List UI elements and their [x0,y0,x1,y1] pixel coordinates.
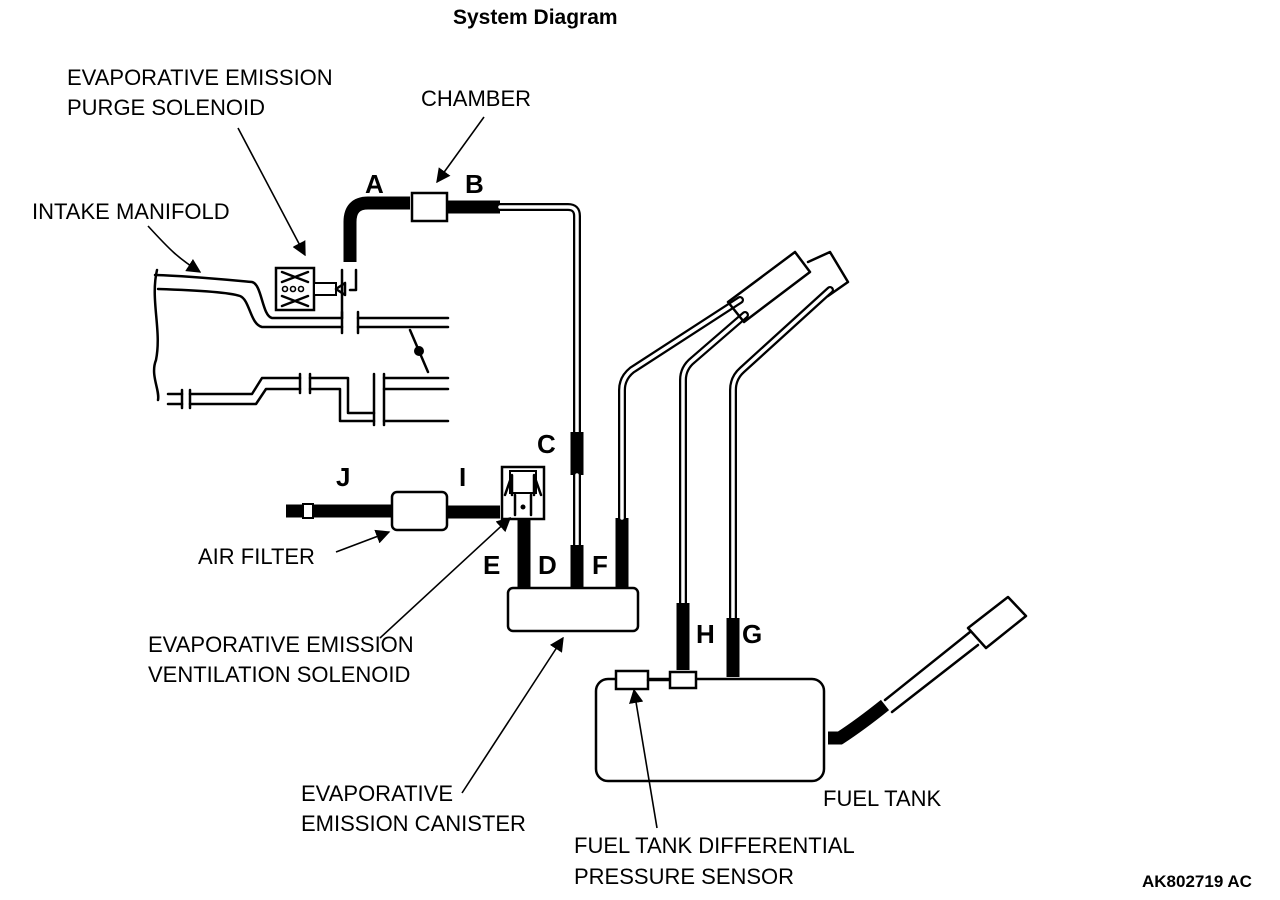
chamber [410,191,449,223]
purge-solenoid-label-line1: EVAPORATIVE EMISSION [67,65,333,90]
hose-d-label: D [538,550,557,580]
chamber-label: CHAMBER [421,86,531,111]
purge-solenoid [274,266,358,320]
filler-neck [726,250,850,324]
hose-a-label: A [365,169,384,199]
hose-f-label: F [592,550,608,580]
ventilation-solenoid-label-line1: EVAPORATIVE EMISSION [148,632,414,657]
ventilation-solenoid-label-line2: VENTILATION SOLENOID [148,662,410,687]
air-filter [390,490,449,532]
fuel-tank-label: FUEL TANK [823,786,942,811]
hose-c-label: C [537,429,556,459]
intake-manifold-label: INTAKE MANIFOLD [32,199,230,224]
ventilation-solenoid [500,465,546,521]
canister-label-line1: EVAPORATIVE [301,781,453,806]
hose-g-label: G [742,619,762,649]
fuel-tank-differential-pressure-sensor [614,669,650,691]
canister-label-line2: EMISSION CANISTER [301,811,526,836]
hose-h-label: H [696,619,715,649]
hose-i-label: I [459,462,466,492]
evaporative-emission-canister [506,586,640,633]
hose-e-label: E [483,550,500,580]
figure-code: AK802719 AC [1142,872,1252,891]
hose-j-label: J [336,462,350,492]
hose-b-label: B [465,169,484,199]
pressure-sensor-label-line2: PRESSURE SENSOR [574,864,794,889]
pressure-sensor-label-line1: FUEL TANK DIFFERENTIAL [574,833,855,858]
air-filter-label: AIR FILTER [198,544,315,569]
hose-a [343,196,410,262]
fuel-tank [594,677,826,783]
purge-solenoid-label-line2: PURGE SOLENOID [67,95,265,120]
diagram-title: System Diagram [453,6,618,29]
intake-manifold [152,268,450,427]
